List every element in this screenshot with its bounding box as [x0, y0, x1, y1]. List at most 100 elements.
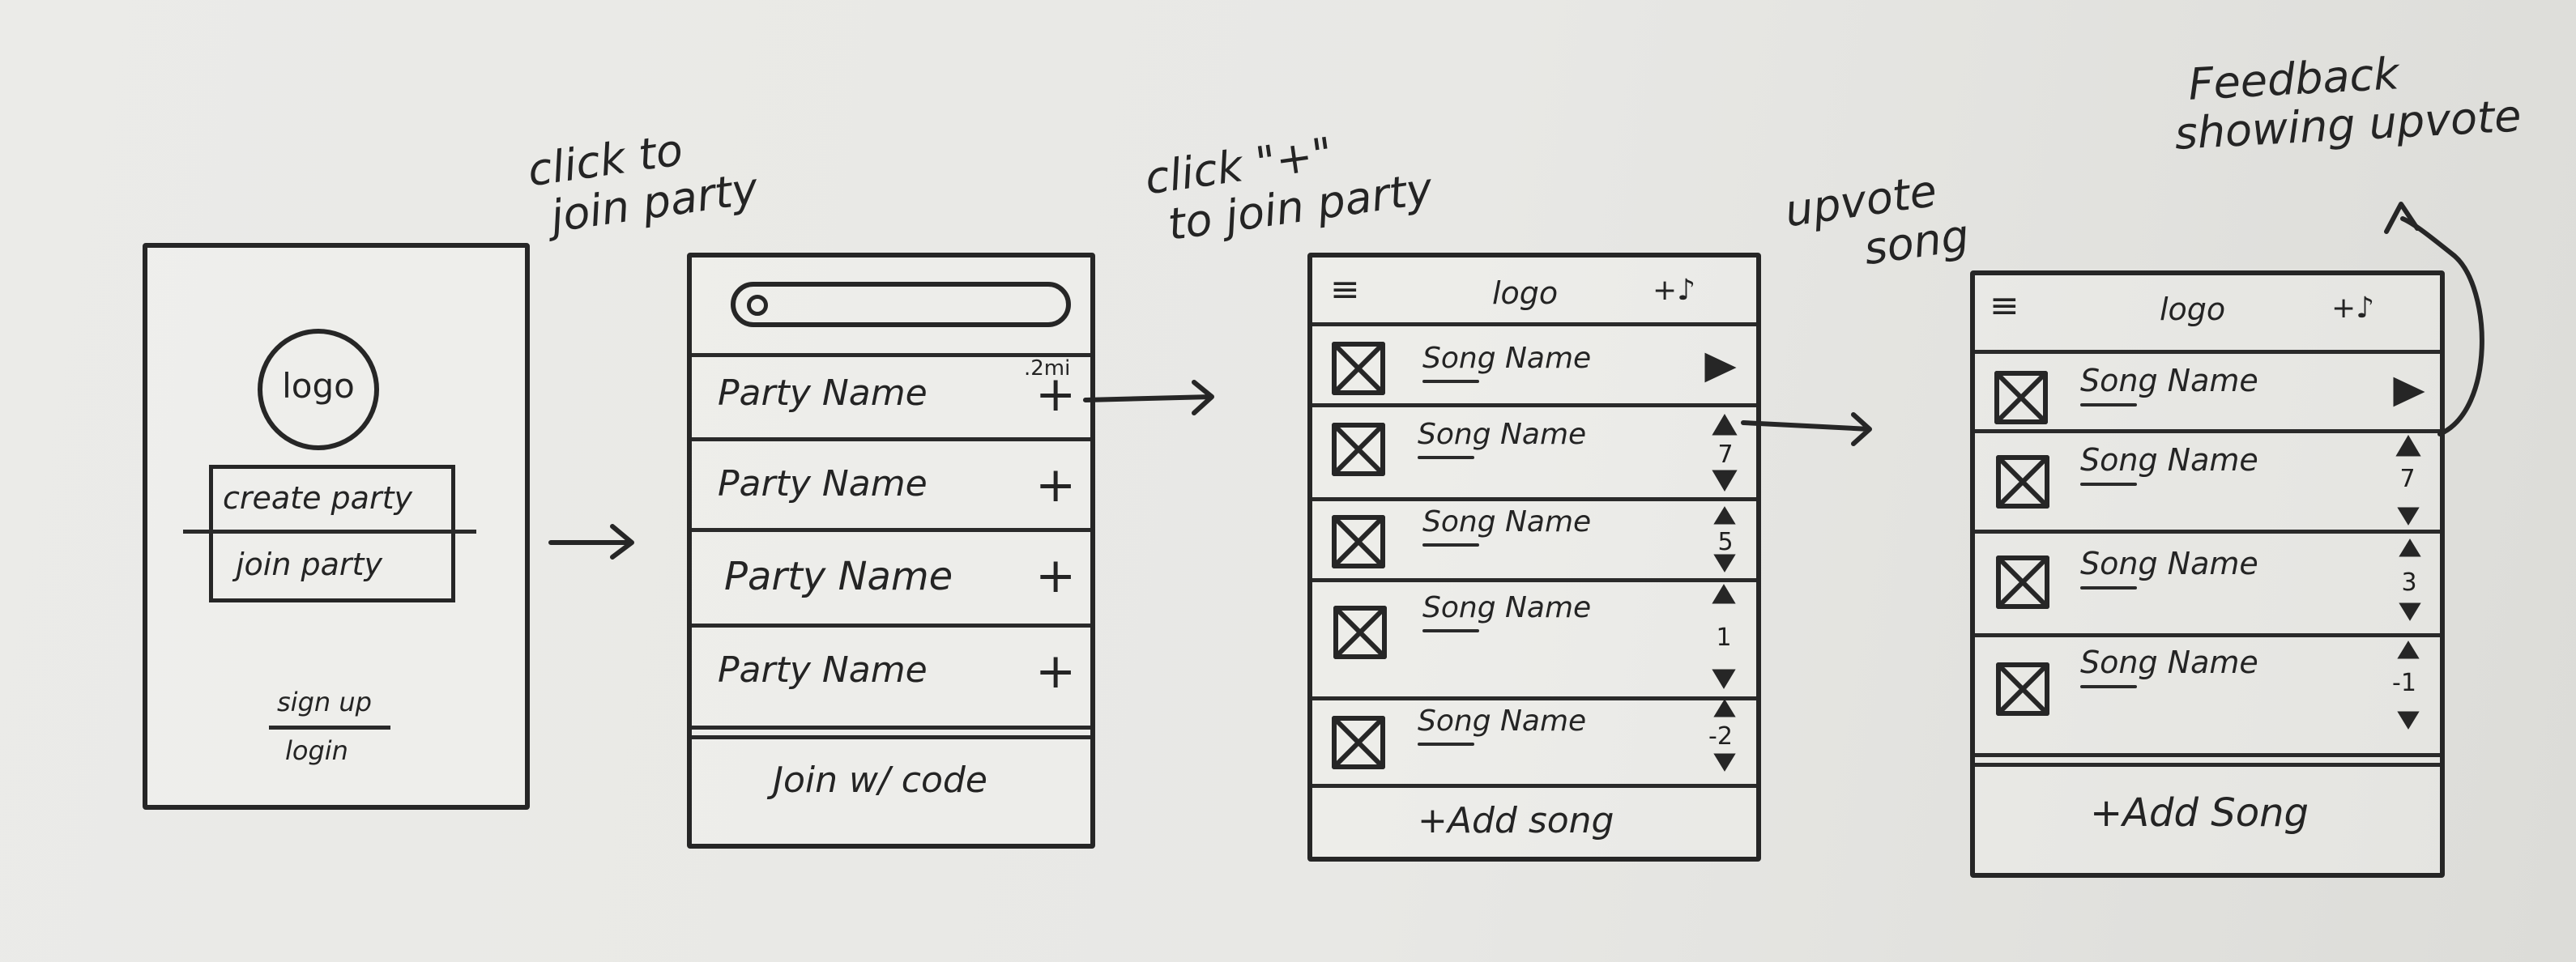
logo-circle: logo [258, 329, 379, 450]
menu-icon[interactable]: ≡ [1330, 269, 1360, 310]
play-icon[interactable] [2393, 377, 2425, 410]
artist-squiggle [1422, 543, 1479, 547]
sign-up-link[interactable]: sign up [277, 687, 372, 717]
row-divider [1312, 696, 1756, 700]
row-divider [692, 528, 1090, 532]
arrow-2-3 [1083, 380, 1214, 415]
screen-party-list: .2mi Party Name + Party Name + Party Nam… [687, 253, 1095, 849]
downvote-arrow-icon[interactable] [1713, 753, 1736, 772]
row-divider [1975, 763, 2440, 767]
downvote-arrow-icon[interactable] [1712, 470, 1738, 492]
add-song-icon[interactable]: +♪ [1653, 274, 1696, 307]
menu-icon[interactable]: ≡ [1990, 285, 2019, 326]
downvote-arrow-icon[interactable] [2397, 711, 2420, 730]
join-party-plus-icon[interactable]: + [1035, 547, 1077, 604]
upvote-arrow-icon[interactable] [1713, 699, 1736, 717]
upvote-arrow-icon[interactable] [1713, 506, 1736, 525]
join-party-button[interactable]: join party [236, 547, 382, 582]
album-art-placeholder [1994, 371, 2048, 428]
row-divider [1312, 403, 1756, 407]
album-art-placeholder [1332, 342, 1385, 398]
song-name: Song Name [1422, 505, 1591, 547]
album-art-placeholder [1996, 662, 2049, 719]
upvote-arrow-icon[interactable] [2397, 641, 2420, 659]
search-icon [747, 295, 768, 316]
upvote-arrow-icon[interactable] [1712, 584, 1736, 604]
row-divider [692, 726, 1090, 730]
artist-squiggle [1422, 380, 1479, 383]
downvote-arrow-icon[interactable] [2399, 602, 2421, 621]
create-party-button[interactable]: create party [223, 480, 412, 516]
join-party-plus-icon[interactable]: + [1035, 457, 1077, 513]
party-name[interactable]: Party Name [724, 554, 953, 599]
screen-login: logo create party join party sign up log… [143, 243, 530, 810]
downvote-arrow-icon[interactable] [1712, 669, 1736, 689]
join-party-plus-icon[interactable]: + [1035, 366, 1077, 423]
album-art-placeholder [1332, 716, 1385, 773]
album-art-placeholder [1996, 455, 2049, 512]
row-divider [1975, 753, 2440, 757]
logo-text: logo [282, 366, 355, 406]
row-divider [1312, 497, 1756, 501]
join-with-code-button[interactable]: Join w/ code [773, 760, 987, 801]
annotation-feedback: Feedback showing upvote [2171, 44, 2523, 159]
party-name[interactable]: Party Name [718, 649, 928, 691]
artist-squiggle [1422, 629, 1479, 632]
header-logo: logo [1492, 275, 1559, 311]
login-link[interactable]: login [285, 735, 348, 766]
artist-squiggle [2080, 586, 2137, 590]
search-bar[interactable] [731, 282, 1071, 327]
song-name: Song Name [2080, 363, 2258, 407]
feedback-arrow [2384, 202, 2484, 436]
row-divider [692, 735, 1090, 739]
join-party-plus-icon[interactable]: + [1035, 643, 1077, 700]
row-divider [1975, 429, 2440, 433]
song-name: Song Name [1418, 704, 1586, 746]
upvote-arrow-icon[interactable] [2399, 538, 2421, 557]
row-divider [1312, 784, 1756, 788]
song-name: Song Name [2080, 442, 2258, 486]
artist-squiggle [2080, 685, 2137, 688]
annotation-click-join: click to join party [525, 116, 761, 243]
vote-count: 7 [2399, 465, 2416, 493]
search-divider [692, 353, 1090, 357]
row-divider [1975, 633, 2440, 637]
song-name: Song Name [2080, 645, 2258, 688]
album-art-placeholder [1332, 515, 1385, 572]
row-divider [692, 624, 1090, 628]
song-name: Song Name [1422, 591, 1591, 632]
add-song-button[interactable]: +Add song [1418, 800, 1614, 841]
play-icon[interactable] [1704, 352, 1737, 385]
party-distance: .2mi [1024, 356, 1071, 381]
downvote-arrow-icon[interactable] [2397, 507, 2420, 526]
login-button-group: create party join party [209, 465, 455, 602]
vote-count: -1 [2392, 669, 2416, 697]
add-song-icon[interactable]: +♪ [2331, 292, 2375, 325]
album-art-placeholder [1333, 606, 1387, 662]
header-divider [1975, 350, 2440, 354]
song-name: Song Name [1422, 342, 1591, 383]
album-art-placeholder [1332, 423, 1385, 479]
downvote-arrow-icon[interactable] [1713, 554, 1736, 573]
auth-divider [269, 726, 390, 730]
song-name: Song Name [1418, 418, 1586, 459]
vote-count: 3 [2401, 568, 2417, 597]
vote-count: 1 [1716, 624, 1732, 652]
upvote-arrow-icon-active[interactable] [2395, 435, 2421, 457]
button-divider [183, 530, 476, 534]
album-art-placeholder [1996, 555, 2049, 612]
vote-count: 5 [1717, 528, 1734, 556]
header-logo: logo [2160, 292, 2226, 327]
vote-count: 7 [1717, 441, 1734, 469]
upvote-arrow-icon[interactable] [1712, 414, 1738, 436]
party-name[interactable]: Party Name [718, 372, 928, 414]
artist-squiggle [2080, 483, 2137, 486]
annotation-click-plus: click "+" to join party [1142, 116, 1435, 251]
artist-squiggle [1418, 743, 1474, 746]
add-song-button[interactable]: +Add Song [2090, 790, 2309, 836]
party-name[interactable]: Party Name [718, 463, 928, 504]
arrow-3-4 [1741, 412, 1872, 446]
row-divider [1975, 530, 2440, 534]
artist-squiggle [2080, 403, 2137, 407]
screen-song-queue-upvoted: ≡ logo +♪ Song Name Song Name 7 Song Nam… [1970, 270, 2445, 878]
